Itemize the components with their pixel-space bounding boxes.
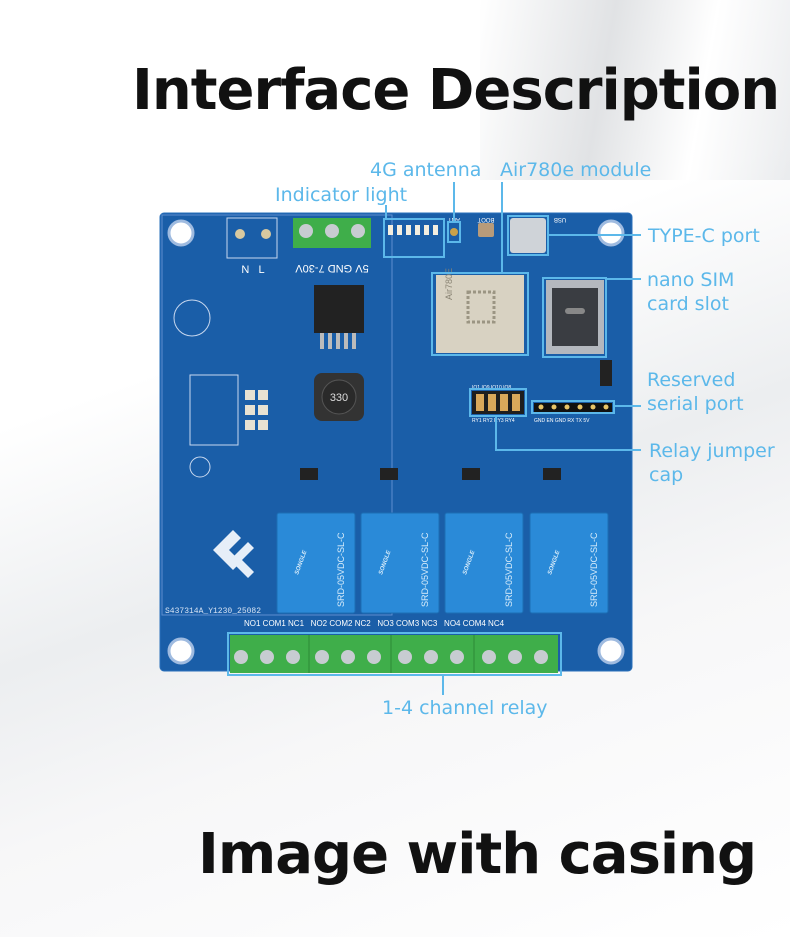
jumper-bottom-silk: RY1 RY2 RY3 RY4 (472, 418, 515, 424)
callout-4g-antenna: 4G antenna (370, 159, 482, 181)
relay-box (227, 632, 562, 676)
callout-relay-channels: 1-4 channel relay (382, 697, 548, 719)
callout-jumper-line1: Relay jumper (649, 440, 775, 462)
background-highlight (480, 0, 790, 180)
antenna-connector (450, 228, 458, 236)
relay-1 (276, 512, 356, 614)
page-title: Interface Description (132, 58, 780, 123)
jumper-box (469, 388, 527, 417)
callout-sim-line1: nano SIM (647, 269, 735, 291)
serial-header: GND EN GND RX TX 5V (534, 403, 612, 424)
mount-hole (597, 637, 625, 665)
diode (600, 360, 612, 386)
callout-serial-port: Reserved serial port (647, 368, 744, 416)
boot-silk: BOOT (477, 216, 494, 222)
callout-serial-line1: Reserved (647, 369, 736, 391)
relay-3 (444, 512, 524, 614)
callout-lines (227, 182, 641, 695)
sim-box (542, 277, 607, 358)
mount-hole (167, 219, 195, 247)
relay-model-2: SRD-05VDC-SL-C (420, 532, 430, 607)
boot-button (478, 223, 494, 237)
pcb-id-text: S437314A_Y1230_25082 (165, 607, 261, 616)
module-box (431, 272, 529, 356)
power-silk: 5V GND 7-30V (295, 262, 369, 274)
ac-silk: N L (241, 264, 264, 276)
callout-type-c-port: TYPE-C port (648, 225, 760, 247)
relay-model-1: SRD-05VDC-SL-C (336, 532, 346, 607)
callout-jumper-line2: cap (649, 464, 684, 486)
power-terminal: 5V GND 7-30V (293, 218, 371, 274)
relay-model-4: SRD-05VDC-SL-C (589, 532, 599, 607)
section-title-casing: Image with casing (198, 822, 757, 887)
terminal-silk: NO1 COM1 NC1 NO2 COM2 NC2 NO3 COM3 NC3 N… (244, 619, 505, 628)
relay-2 (360, 512, 440, 614)
sim-slot (546, 280, 604, 354)
inductor-marking: 330 (330, 392, 348, 404)
callout-serial-line2: serial port (647, 393, 744, 415)
mount-hole (167, 637, 195, 665)
relay-terminals (230, 635, 558, 673)
relay-model-3: SRD-05VDC-SL-C (504, 532, 514, 607)
serial-silk: GND EN GND RX TX 5V (534, 418, 590, 424)
logo (213, 530, 254, 578)
regulator: 330 (314, 285, 364, 421)
relay-drivers (300, 468, 561, 480)
indicator-box (383, 218, 445, 258)
usb-silk: USB (554, 216, 566, 222)
relays (276, 512, 609, 614)
usb-c-port (510, 218, 546, 253)
mount-hole (597, 219, 625, 247)
callout-air780e-module: Air780e module (500, 159, 652, 181)
air780e-module: Air780E (436, 268, 524, 353)
indicator-leds (388, 225, 438, 235)
callout-sim-slot: nano SIM card slot (647, 268, 734, 316)
callout-sim-line2: card slot (647, 293, 729, 315)
callout-relay-jumper: Relay jumper cap (649, 439, 775, 487)
callout-indicator-light: Indicator light (275, 184, 408, 206)
module-marking: Air780E (444, 268, 454, 300)
relay-4 (529, 512, 609, 614)
